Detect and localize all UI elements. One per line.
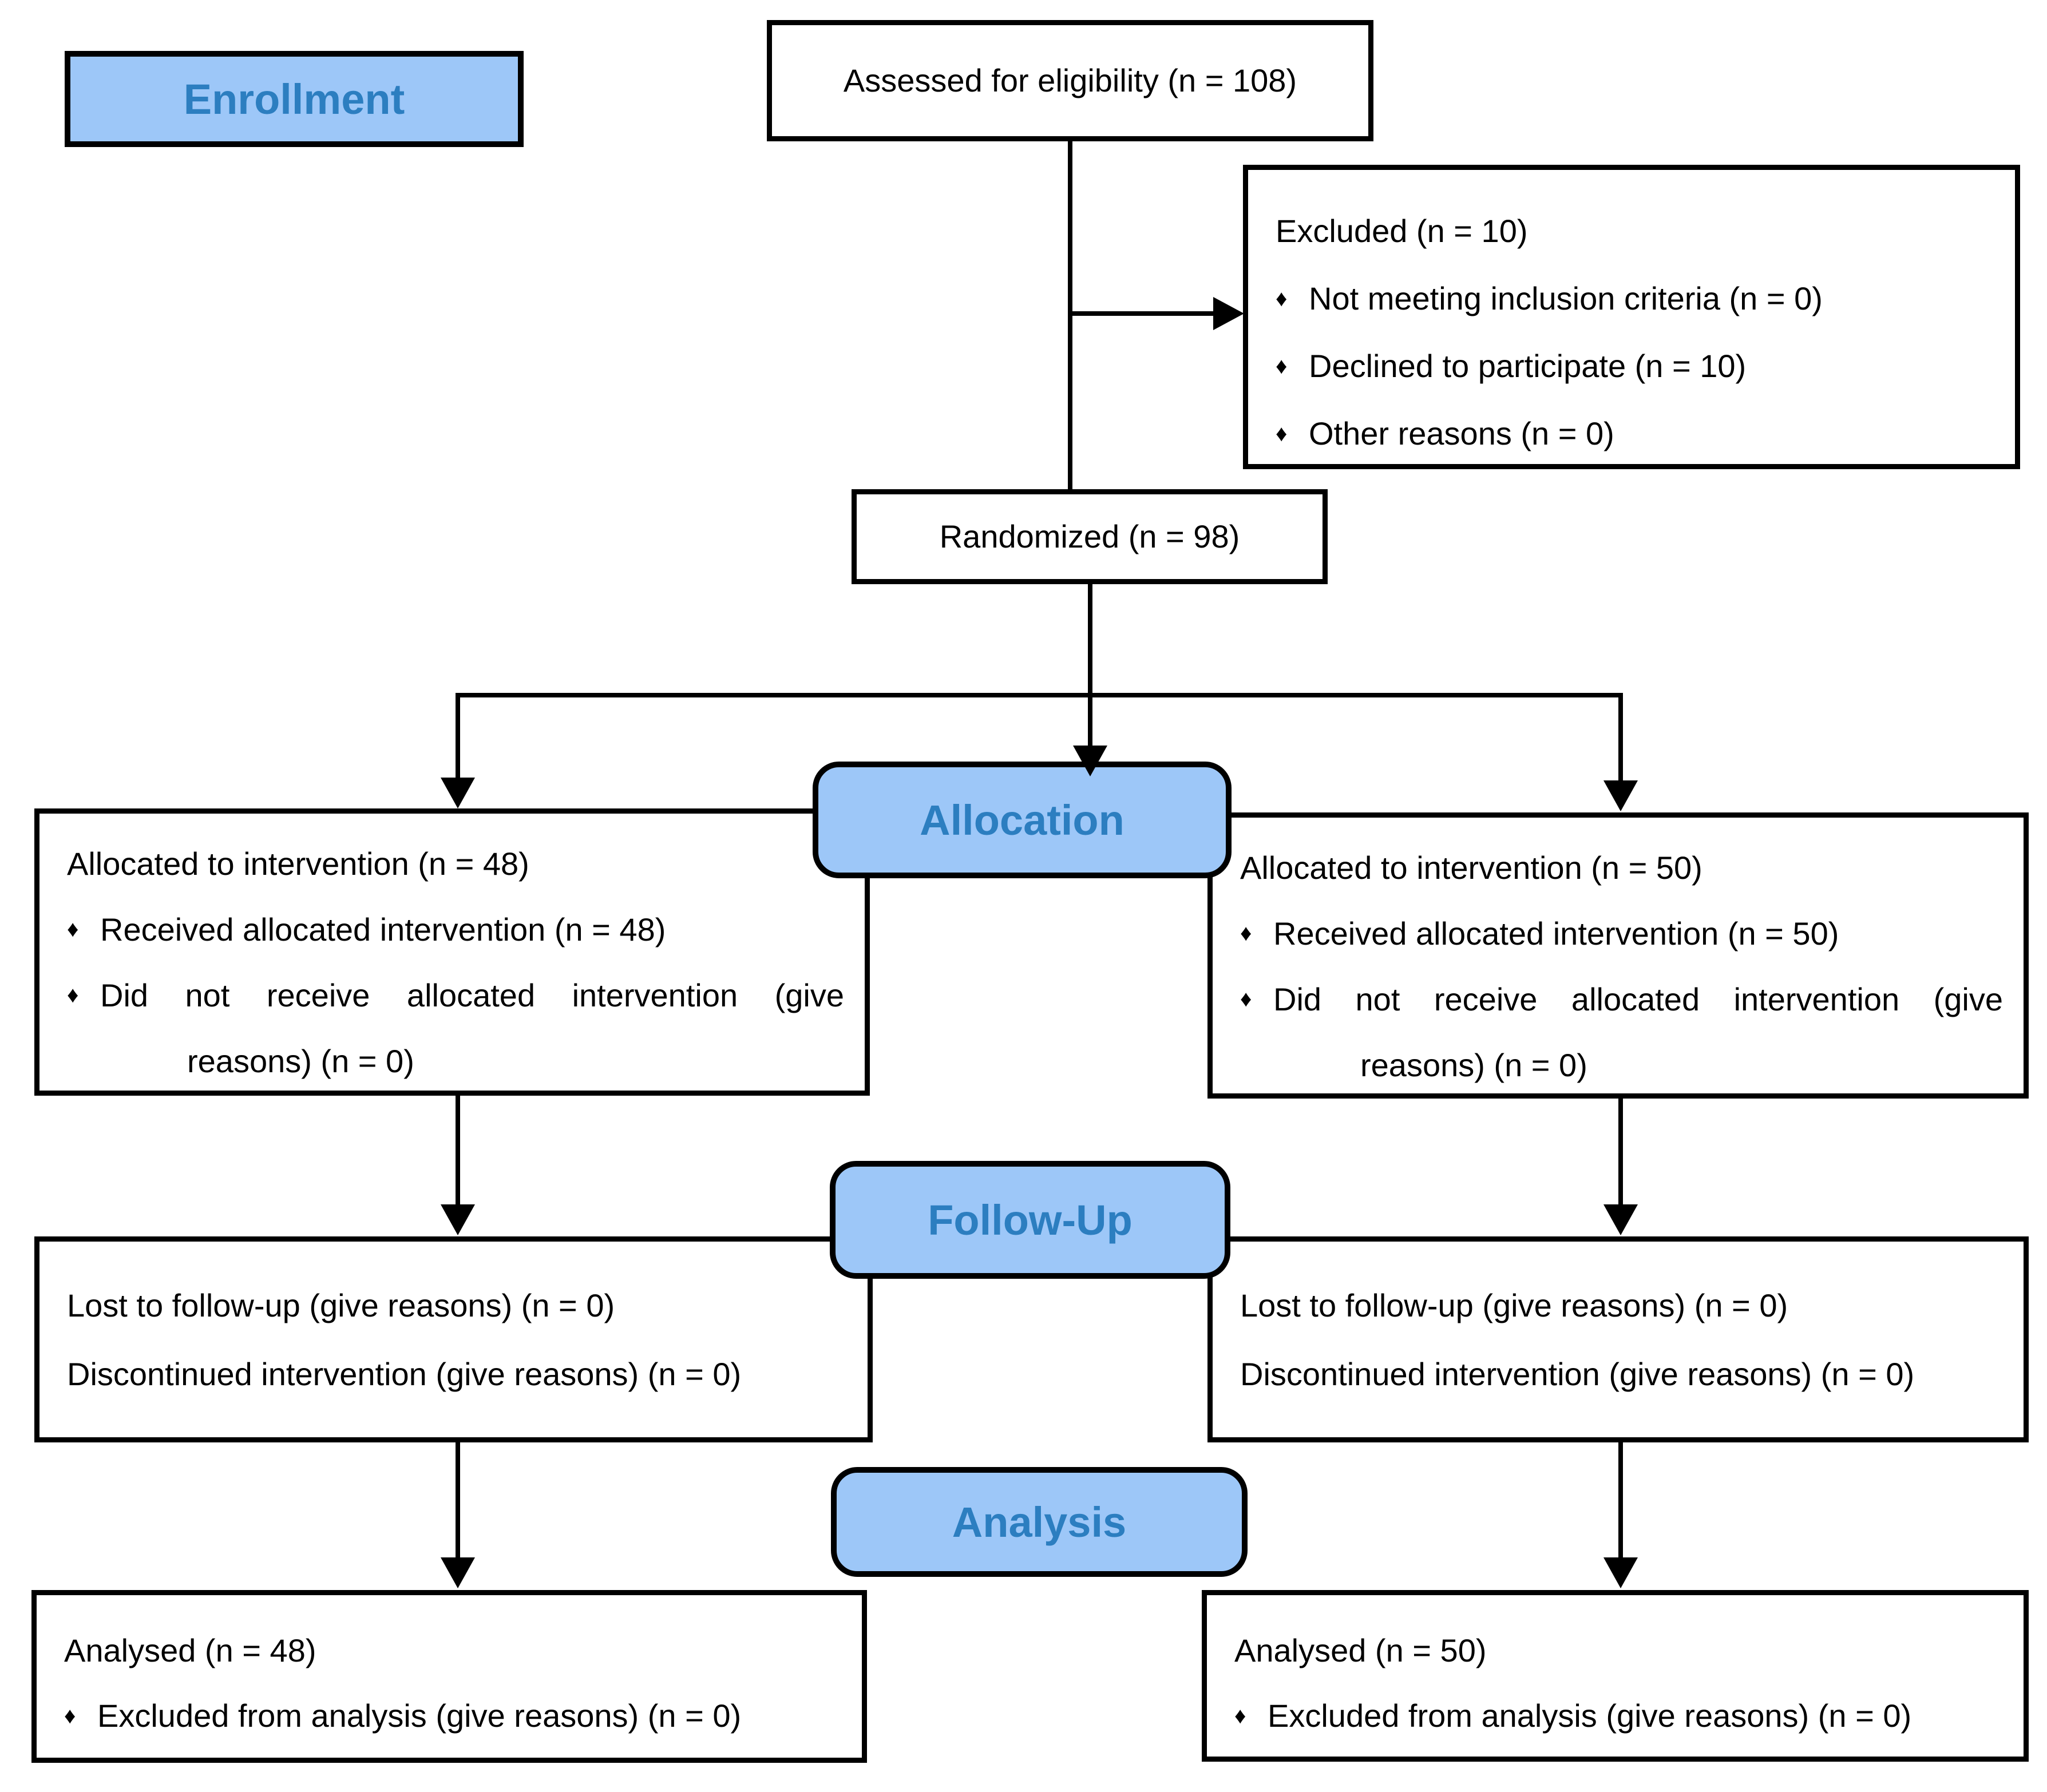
- excluded-bullet-2: ♦ Declined to participate (n = 10): [1276, 332, 1994, 400]
- allocation-left-bullet-2-cont: reasons) (n = 0): [187, 1043, 414, 1079]
- connector-furight-analysis: [1618, 1441, 1623, 1560]
- arrow-right-icon: [1213, 297, 1244, 330]
- followup-right-box: Lost to follow-up (give reasons) (n = 0)…: [1207, 1236, 2029, 1442]
- arrow-down-icon: [441, 1204, 475, 1235]
- excluded-bullet-2-text: Declined to participate (n = 10): [1309, 348, 1747, 384]
- arrow-down-icon: [1603, 780, 1638, 811]
- allocation-left-bullet-2: ♦ Did not receive allocated intervention…: [67, 962, 844, 1028]
- diamond-bullet-icon: ♦: [1276, 421, 1288, 446]
- assessed-eligibility-text: Assessed for eligibility (n = 108): [843, 62, 1297, 98]
- assessed-eligibility-box: Assessed for eligibility (n = 108): [767, 20, 1373, 141]
- connector-split-center: [1088, 693, 1092, 750]
- arrow-down-icon: [441, 1557, 475, 1588]
- followup-right-line-1: Lost to follow-up (give reasons) (n = 0): [1240, 1287, 1788, 1323]
- allocation-right-bullet-2: ♦ Did not receive allocated intervention…: [1240, 966, 2003, 1032]
- analysis-left-box: Analysed (n = 48) ♦ Excluded from analys…: [31, 1590, 867, 1763]
- followup-right-line-2: Discontinued intervention (give reasons)…: [1240, 1356, 1915, 1392]
- diamond-bullet-icon: ♦: [1240, 986, 1252, 1012]
- followup-left-box: Lost to follow-up (give reasons) (n = 0)…: [34, 1236, 873, 1442]
- diamond-bullet-icon: ♦: [1240, 921, 1252, 946]
- connector-excluded-branch: [1068, 311, 1217, 316]
- randomized-box: Randomized (n = 98): [852, 489, 1328, 584]
- excluded-bullet-1-text: Not meeting inclusion criteria (n = 0): [1309, 280, 1823, 316]
- analysis-left-bullet-1-text: Excluded from analysis (give reasons) (n…: [97, 1698, 742, 1734]
- followup-left-line-1: Lost to follow-up (give reasons) (n = 0): [67, 1287, 615, 1323]
- analysis-phase-label: Analysis: [831, 1467, 1248, 1577]
- connector-randomized-splitbar: [1088, 583, 1092, 697]
- followup-phase-label: Follow-Up: [830, 1161, 1230, 1279]
- allocation-right-box: Allocated to intervention (n = 50) ♦ Rec…: [1207, 812, 2029, 1099]
- allocation-left-title: Allocated to intervention (n = 48): [67, 846, 529, 882]
- diamond-bullet-icon: ♦: [1276, 286, 1288, 311]
- allocation-right-bullet-2-text: Did not receive allocated intervention (…: [1273, 981, 2003, 1017]
- excluded-bullet-3: ♦ Other reasons (n = 0): [1276, 400, 1994, 467]
- diamond-bullet-icon: ♦: [64, 1703, 76, 1728]
- excluded-bullet-1: ♦ Not meeting inclusion criteria (n = 0): [1276, 265, 1994, 332]
- allocation-left-bullet-2-text: Did not receive allocated intervention (…: [100, 977, 844, 1013]
- allocation-right-bullet-2-cont: reasons) (n = 0): [1360, 1047, 1587, 1083]
- arrow-down-icon: [1603, 1204, 1638, 1235]
- connector-split-bar: [456, 693, 1623, 697]
- analysis-left-bullet-1: ♦ Excluded from analysis (give reasons) …: [64, 1683, 841, 1749]
- connector-fuleft-analysis: [456, 1441, 460, 1560]
- diamond-bullet-icon: ♦: [67, 917, 79, 942]
- analysis-left-title: Analysed (n = 48): [64, 1632, 316, 1668]
- excluded-title: Excluded (n = 10): [1276, 213, 1528, 249]
- connector-allocright-followup: [1618, 1097, 1623, 1207]
- analysis-right-title: Analysed (n = 50): [1234, 1632, 1487, 1668]
- allocation-right-bullet-1-text: Received allocated intervention (n = 50): [1273, 915, 1839, 951]
- allocation-right-bullet-1: ♦ Received allocated intervention (n = 5…: [1240, 901, 2003, 966]
- allocation-left-bullet-1-text: Received allocated intervention (n = 48): [100, 911, 666, 947]
- arrow-down-icon: [1603, 1557, 1638, 1588]
- excluded-box: Excluded (n = 10) ♦ Not meeting inclusio…: [1243, 165, 2020, 469]
- allocation-left-bullet-1: ♦ Received allocated intervention (n = 4…: [67, 897, 844, 962]
- enrollment-phase-label: Enrollment: [65, 51, 524, 147]
- diamond-bullet-icon: ♦: [1276, 354, 1288, 379]
- arrow-down-icon: [441, 778, 475, 808]
- analysis-right-box: Analysed (n = 50) ♦ Excluded from analys…: [1202, 1590, 2029, 1762]
- analysis-right-bullet-1-text: Excluded from analysis (give reasons) (n…: [1268, 1698, 1912, 1734]
- arrow-down-icon: [1073, 746, 1107, 776]
- excluded-bullet-3-text: Other reasons (n = 0): [1309, 415, 1614, 451]
- analysis-right-bullet-1: ♦ Excluded from analysis (give reasons) …: [1234, 1683, 2003, 1749]
- randomized-text: Randomized (n = 98): [939, 518, 1240, 554]
- connector-split-left: [456, 693, 460, 780]
- connector-split-right: [1618, 693, 1623, 783]
- diamond-bullet-icon: ♦: [1234, 1703, 1246, 1728]
- followup-left-line-2: Discontinued intervention (give reasons)…: [67, 1356, 742, 1392]
- allocation-right-title: Allocated to intervention (n = 50): [1240, 850, 1702, 886]
- connector-allocleft-followup: [456, 1095, 460, 1207]
- diamond-bullet-icon: ♦: [67, 982, 79, 1008]
- allocation-left-box: Allocated to intervention (n = 48) ♦ Rec…: [34, 808, 870, 1096]
- allocation-phase-label: Allocation: [813, 762, 1232, 878]
